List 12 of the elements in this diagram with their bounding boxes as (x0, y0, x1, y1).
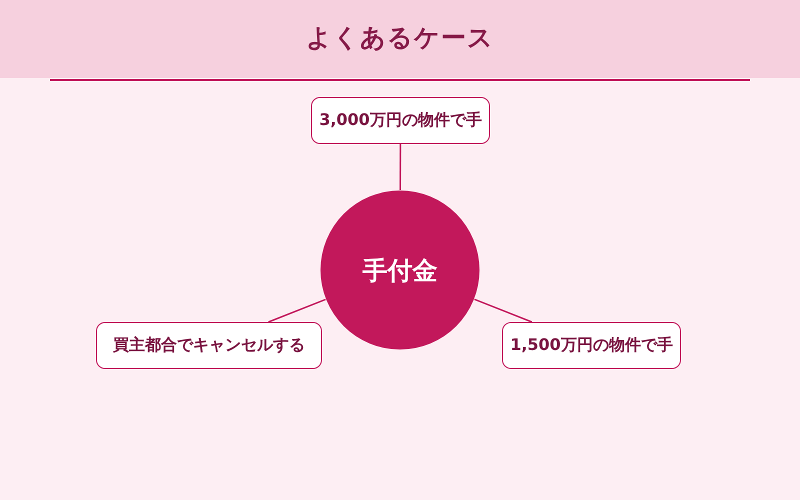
connector-line (400, 144, 402, 190)
case-box (96, 322, 322, 369)
topic-circle (320, 190, 480, 350)
case-label: 3,000万円の物件で手 (319, 110, 482, 131)
connector-line (474, 298, 532, 323)
connector-line (268, 298, 326, 323)
case-box (502, 322, 681, 369)
title: よくあるケース (306, 22, 494, 54)
case-label: 1,500万円の物件で手 (510, 335, 673, 356)
case-box (311, 97, 490, 144)
topic-label: 手付金 (362, 254, 438, 286)
case-label: 買主都合でキャンセルする (113, 335, 305, 356)
